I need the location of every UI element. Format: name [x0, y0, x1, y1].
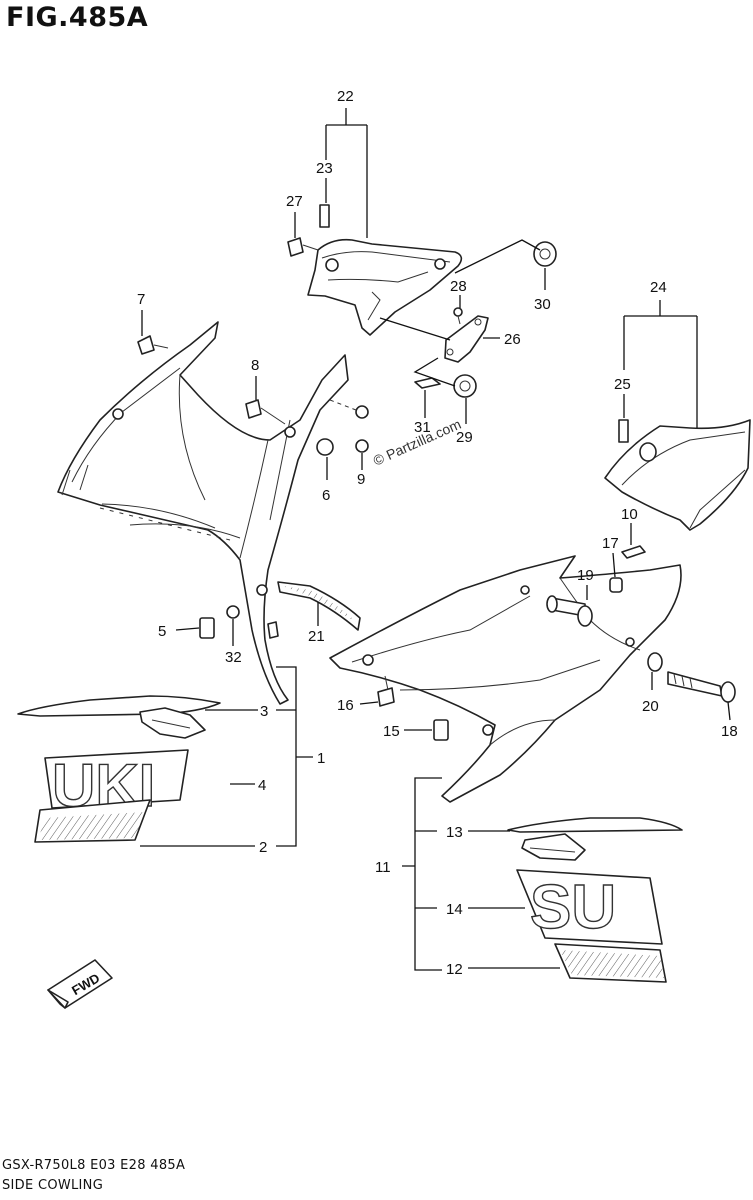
callout-28: 28	[450, 278, 467, 295]
fwd-arrow: FWD	[47, 959, 113, 1009]
clip-5	[199, 617, 215, 639]
screw-8	[245, 399, 286, 425]
bolt-18	[667, 671, 736, 703]
side-cowling-right	[329, 555, 682, 803]
callout-numbers: 22 23 27 30 28 26 29 31 24 25 7 8 9 6 5 …	[137, 88, 738, 978]
callout-9: 9	[357, 471, 365, 488]
callout-4: 4	[258, 777, 266, 794]
nut-6	[316, 438, 334, 456]
pad-10	[621, 545, 646, 559]
callout-3: 3	[260, 703, 268, 720]
spacer-19	[546, 595, 593, 627]
screw-16	[377, 675, 395, 707]
callout-16: 16	[337, 697, 354, 714]
grommet-17	[609, 577, 623, 593]
trim-strip-21	[277, 581, 361, 631]
diagram-caption: SIDE COWLING	[2, 1178, 104, 1193]
nut-32	[226, 605, 240, 619]
screw-28	[453, 307, 463, 325]
callout-32: 32	[225, 649, 242, 666]
callout-29: 29	[456, 429, 473, 446]
screw-27	[287, 237, 319, 257]
callout-14: 14	[446, 901, 463, 918]
callout-8: 8	[251, 357, 259, 374]
screw-7	[137, 335, 169, 355]
callout-27: 27	[286, 193, 303, 210]
callout-25: 25	[614, 376, 631, 393]
figure-title: FIG.485A	[6, 2, 149, 33]
callout-7: 7	[137, 291, 145, 308]
label-23	[319, 204, 330, 228]
side-cowling-left	[57, 321, 349, 705]
callout-20: 20	[642, 698, 659, 715]
callout-22: 22	[337, 88, 354, 105]
clip-15	[433, 719, 449, 741]
callout-18: 18	[721, 723, 738, 740]
callout-17: 17	[602, 535, 619, 552]
callout-30: 30	[534, 296, 551, 313]
decal-14: SU	[516, 869, 663, 945]
diagram-footer: GSX-R750L8 E03 E28 485A SIDE COWLING	[2, 1156, 185, 1196]
callout-1: 1	[317, 750, 325, 767]
decal-2	[34, 799, 151, 843]
callout-15: 15	[383, 723, 400, 740]
label-25	[618, 419, 629, 443]
model-code: GSX-R750L8 E03 E28 485A	[2, 1158, 186, 1173]
decal-right-lettering: SU	[530, 873, 616, 942]
callout-26: 26	[504, 331, 521, 348]
collar-20	[647, 652, 663, 672]
side-cover-24	[604, 419, 751, 531]
grommet-29	[453, 374, 477, 398]
decal-3	[17, 695, 221, 739]
callout-23: 23	[316, 160, 333, 177]
callout-24: 24	[650, 279, 667, 296]
decal-12	[554, 943, 667, 983]
callout-10: 10	[621, 506, 638, 523]
callout-31: 31	[414, 419, 431, 436]
callout-5: 5	[158, 623, 166, 640]
inner-cowl-bracket	[307, 238, 463, 336]
clip-26	[444, 315, 489, 363]
callout-6: 6	[322, 487, 330, 504]
nut-9	[329, 399, 369, 453]
decal-13	[507, 817, 683, 861]
pad-31	[414, 377, 441, 389]
callout-19: 19	[577, 567, 594, 584]
callout-2: 2	[259, 839, 267, 856]
leader-lines	[140, 108, 731, 971]
callout-12: 12	[446, 961, 463, 978]
callout-13: 13	[446, 824, 463, 841]
grommet-30	[533, 241, 557, 267]
callout-11: 11	[375, 859, 391, 876]
callout-21: 21	[308, 628, 325, 645]
